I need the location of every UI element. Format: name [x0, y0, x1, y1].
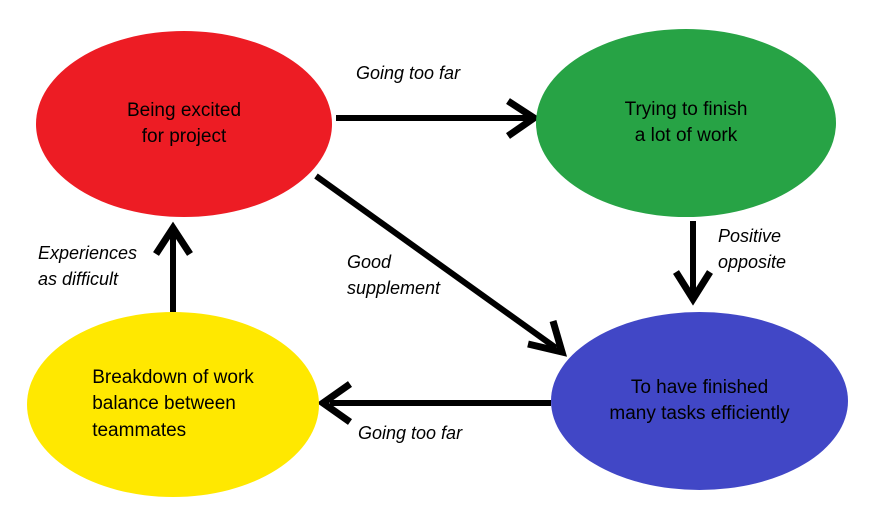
edge-label-excited-to-trying: Going too far	[356, 63, 461, 83]
node-label-to-have-finished: To have finished many tasks efficiently	[609, 376, 790, 424]
arrow-finished-to-breakdown	[316, 381, 551, 425]
edge-label-excited-to-finished: Good supplement	[347, 252, 441, 298]
arrow-excited-to-trying	[336, 98, 541, 139]
node-label-trying-to-finish: Trying to finish a lot of work	[624, 98, 748, 146]
arrow-breakdown-to-excited	[153, 221, 193, 312]
node-breakdown-of-work-balance[interactable]: Breakdown of work balance between teamma…	[27, 312, 319, 497]
node-label-breakdown-of-work-balance: Breakdown of work balance between teamma…	[92, 367, 254, 441]
node-trying-to-finish[interactable]: Trying to finish a lot of work	[536, 29, 836, 217]
edge-label-trying-to-finished: Positive opposite	[718, 226, 787, 272]
node-to-have-finished[interactable]: To have finished many tasks efficiently	[551, 312, 848, 490]
arrow-trying-to-finished	[673, 221, 713, 306]
node-being-excited[interactable]: Being excited for project	[36, 31, 332, 217]
edge-label-finished-to-breakdown: Going too far	[358, 423, 463, 443]
edge-label-breakdown-to-excited: Experiences as difficult	[38, 243, 138, 289]
node-label-being-excited: Being excited for project	[126, 99, 242, 147]
